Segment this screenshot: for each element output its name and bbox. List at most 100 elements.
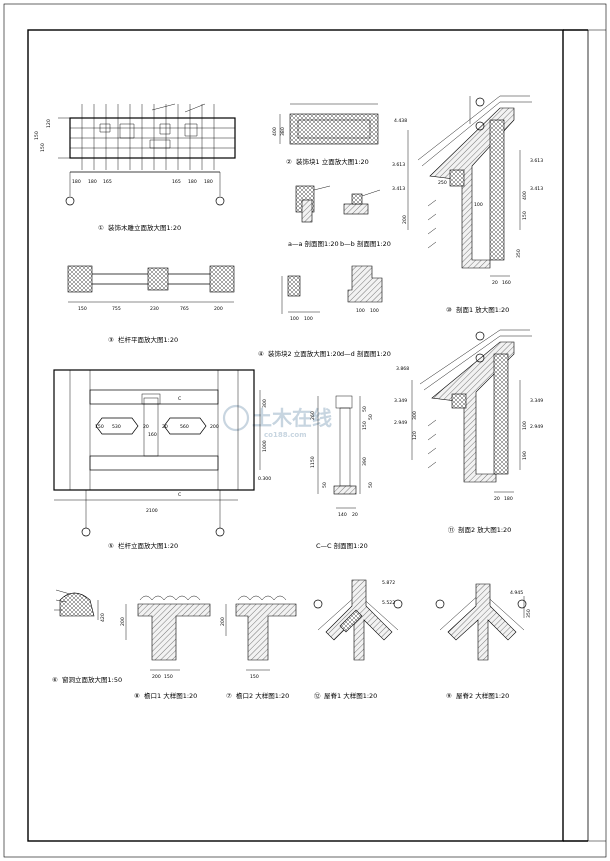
d11-level-2: 3.349 — [394, 398, 407, 404]
d5-dim-6: 560 — [180, 424, 189, 430]
detail-2-block-elevation: 400 380 装饰块1 立面放大图1:20 ② — [272, 103, 379, 166]
d5-dim-3: 20 — [143, 424, 149, 430]
d1-num: ① — [98, 224, 104, 232]
d9-title: 屋脊2 大样图1:20 — [456, 691, 509, 700]
detail-10-section1: 4.438 3.613 3.413 3.413 3.613 200 250 40… — [392, 95, 543, 314]
detail-11-section2: 3.868 3.349 2.949 2.949 3.349 300 120 10… — [394, 329, 543, 534]
d2-title: 装饰块1 立面放大图1:20 — [296, 157, 369, 166]
detail-3-balustrade-plan: 150 755 230 765 200 栏杆平面放大图1:20 ③ — [67, 265, 235, 344]
d10-dim-3: 400 — [522, 191, 528, 200]
bb-title: b—b 剖面图1:20 — [340, 239, 391, 248]
d9-dim-1: 350 — [526, 609, 532, 618]
d3-dim-2: 755 — [112, 306, 121, 312]
d10-dim-6: 100 — [474, 202, 483, 208]
detail-8-eave1: 200 200 150 檐口1 大样图1:20 ⑧ — [120, 595, 211, 700]
d10-level-4: 3.413 — [530, 186, 543, 192]
detail-1-carved-elevation: 180 180 165 165 180 180 150 150 120 装饰木雕… — [34, 103, 236, 232]
cc-vdim-2: 50 — [362, 406, 368, 412]
section-cc: 260 1150 50 150 50 390 50 50 140 20 C—C … — [310, 395, 374, 550]
d1-dim-5: 180 — [188, 179, 197, 185]
d9-level-1: 4.945 — [510, 590, 523, 596]
d11-title: 剖面2 放大图1:20 — [458, 525, 511, 534]
detail-4-block2: 100 100 100 100 装饰块2 立面放大图1:20 ④ d—d 剖面图… — [258, 265, 391, 358]
d6-title: 窗洞立面放大图1:50 — [62, 675, 122, 684]
d5-section-c-top: C — [178, 396, 181, 402]
d2-dim-1: 400 — [272, 127, 278, 136]
d7-num: ⑦ — [226, 692, 232, 700]
d3-num: ③ — [108, 336, 114, 344]
cc-height: 1150 — [310, 456, 316, 468]
d2-num: ② — [286, 158, 292, 166]
d11-level-4: 2.949 — [530, 424, 543, 430]
d7-dim-1: 200 — [220, 617, 226, 626]
outer-frame — [3, 3, 607, 858]
d1-dim-1: 180 — [72, 179, 81, 185]
d10-num: ⑩ — [446, 306, 452, 314]
inner-frame — [27, 29, 564, 842]
d8-title: 檐口1 大样图1:20 — [144, 691, 197, 700]
dd-dim-1: 100 — [356, 308, 365, 314]
d1-vdim-3: 120 — [46, 119, 52, 128]
d8-dim-3: 150 — [164, 674, 173, 680]
d3-dim-1: 150 — [78, 306, 87, 312]
watermark-text: 土木在线 — [252, 406, 332, 430]
d11-dim-2: 120 — [412, 431, 418, 440]
d10-dim-8: 160 — [502, 280, 511, 286]
cc-dim-1: 140 — [338, 512, 347, 518]
d3-title: 栏杆平面放大图1:20 — [118, 335, 178, 344]
watermark-url: co188.com — [264, 431, 306, 439]
aa-title: a—a 剖面图1:20 — [288, 239, 339, 248]
d6-dim-1: 420 — [100, 613, 106, 622]
d5-dim-7: 200 — [210, 424, 219, 430]
d5-dim-5: 20 — [162, 424, 168, 430]
d7-dim-2: 150 — [250, 674, 259, 680]
detail-5-balustrade-elevation: 150 530 20 160 20 560 200 300 1000 2100 … — [53, 369, 271, 550]
cc-dim-2: 20 — [352, 512, 358, 518]
d1-dim-4: 165 — [172, 179, 181, 185]
d4-title: 装饰块2 立面放大图1:20 — [268, 349, 341, 358]
d5-vdim-2: 1000 — [262, 440, 268, 452]
d11-num: ⑪ — [448, 526, 455, 534]
section-aa-bb: a—a 剖面图1:20 b—b 剖面图1:20 — [288, 185, 391, 248]
d1-title: 装饰木雕立面放大图1:20 — [108, 223, 181, 232]
d11-dim-5: 20 — [494, 496, 500, 502]
d11-dim-3: 100 — [522, 421, 528, 430]
d10-dim-4: 150 — [522, 211, 528, 220]
d5-num: ⑤ — [108, 542, 114, 550]
d4-num: ④ — [258, 350, 264, 358]
d12-num: ⑫ — [314, 692, 321, 700]
detail-9-ridge2: 4.945 350 屋脊2 大样图1:20 ⑨ — [435, 583, 532, 700]
d11-level-1: 3.868 — [396, 366, 409, 372]
d2-dim-2: 380 — [280, 127, 286, 136]
d11-dim-1: 300 — [412, 411, 418, 420]
cc-vdim-6: 50 — [368, 482, 374, 488]
dd-dim-2: 100 — [370, 308, 379, 314]
d12-level-2: 5.522 — [382, 600, 395, 606]
d10-dim-2: 250 — [438, 180, 447, 186]
cc-vdim-5: 390 — [362, 457, 368, 466]
detail-12-ridge1: 5.872 5.522 屋脊1 大样图1:20 ⑫ — [313, 579, 403, 700]
d1-vdim-1: 150 — [34, 131, 40, 140]
d10-dim-1: 200 — [402, 215, 408, 224]
d11-level-5: 3.349 — [530, 398, 543, 404]
d8-dim-2: 200 — [152, 674, 161, 680]
d12-title: 屋脊1 大样图1:20 — [324, 691, 377, 700]
dd-title: d—d 剖面图1:20 — [340, 349, 391, 358]
d11-dim-6: 180 — [504, 496, 513, 502]
d10-dim-5: 350 — [516, 249, 522, 258]
d1-dim-6: 180 — [204, 179, 213, 185]
watermark: 土木在线 co188.com — [222, 404, 332, 439]
d10-level-1: 4.438 — [394, 118, 407, 124]
d10-level-2: 3.613 — [392, 162, 405, 168]
d8-dim-1: 200 — [120, 617, 126, 626]
cc-title: C—C 剖面图1:20 — [316, 541, 368, 550]
d1-vdim-2: 150 — [40, 143, 46, 152]
d8-num: ⑧ — [134, 692, 140, 700]
detail-7-eave2: 200 150 檐口2 大样图1:20 ⑦ — [220, 595, 297, 700]
d10-level-3: 3.413 — [392, 186, 405, 192]
d1-dim-3: 165 — [103, 179, 112, 185]
d5-total: 2100 — [146, 508, 158, 514]
d4-dim-2: 100 — [304, 316, 313, 322]
cc-vdim-4: 50 — [368, 414, 374, 420]
